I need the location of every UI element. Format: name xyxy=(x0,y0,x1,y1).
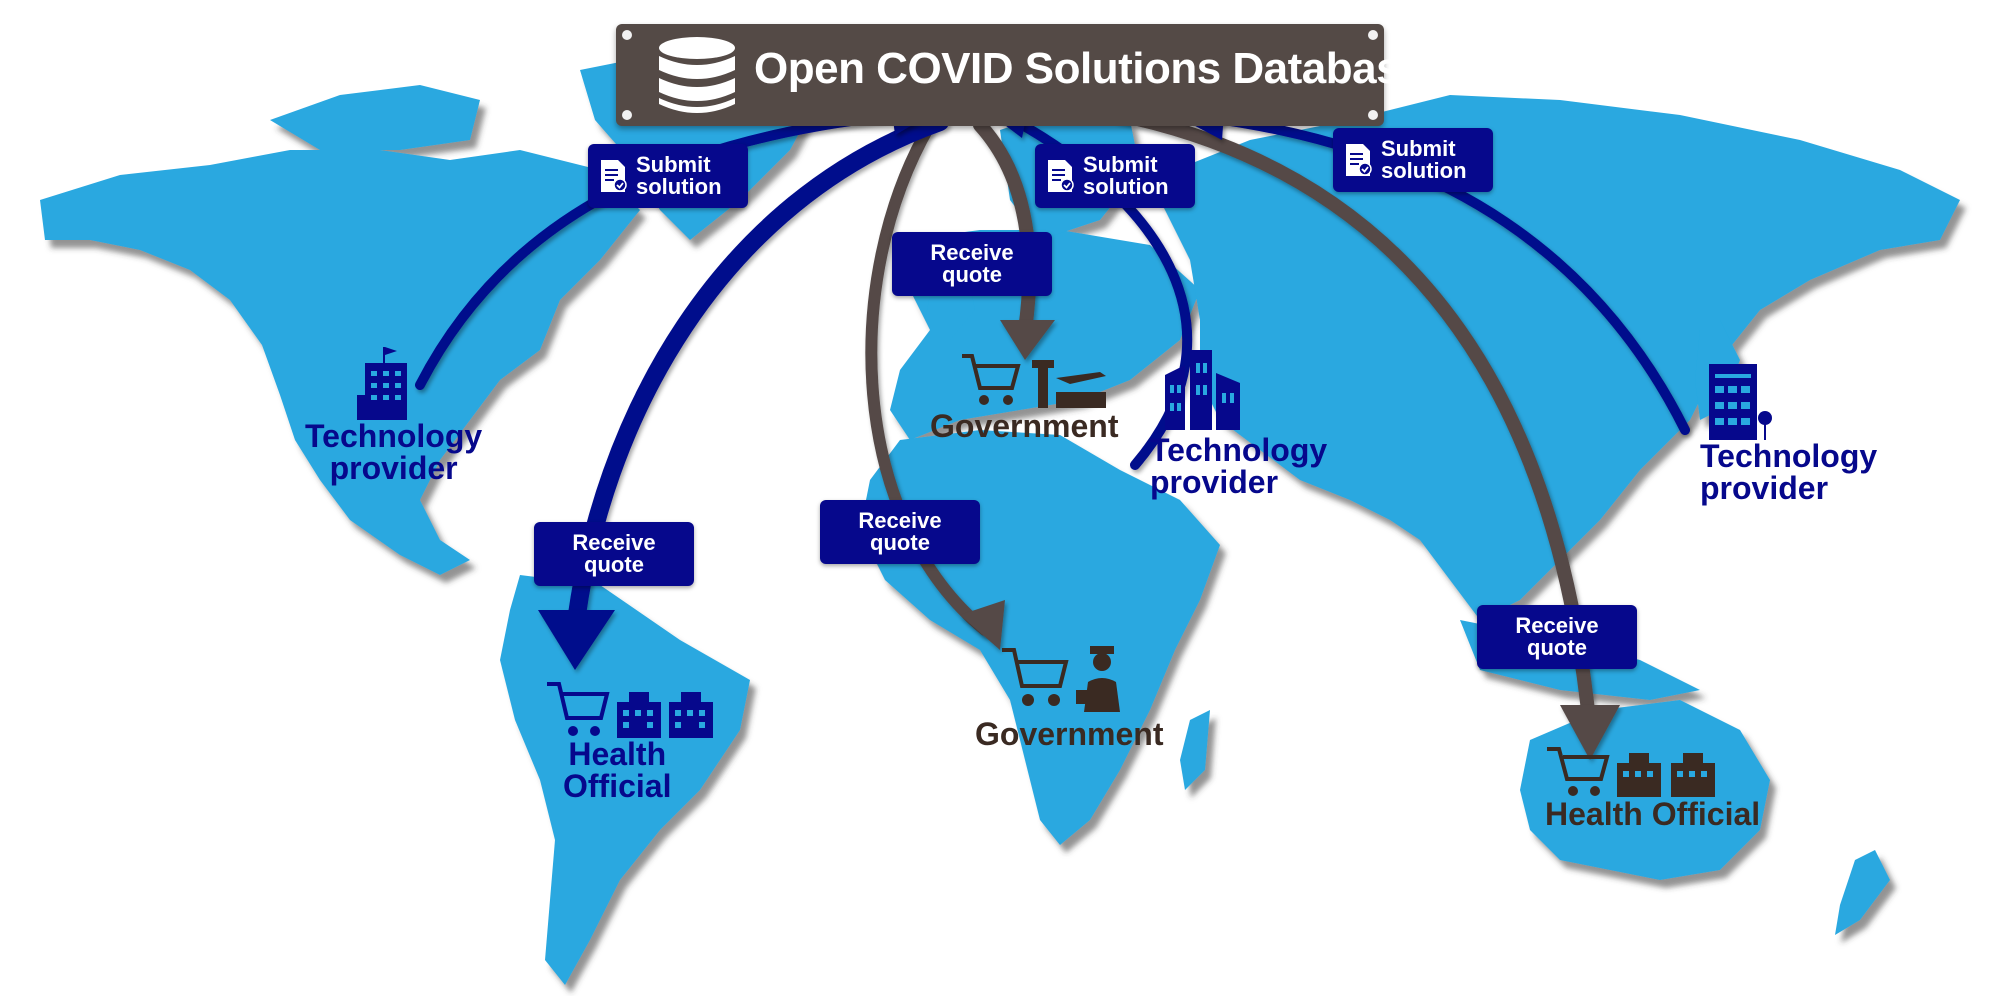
arrowhead-quote-eu-gov xyxy=(1000,320,1055,360)
city-buildings-icon xyxy=(1165,350,1240,430)
office-building-icon xyxy=(357,347,407,420)
government-af: Government xyxy=(975,716,1164,752)
hospital-icon xyxy=(1617,753,1715,797)
officer-icon xyxy=(1076,646,1120,712)
new-zealand xyxy=(1835,850,1890,935)
document-check-icon xyxy=(1346,144,1372,176)
banner-bolt xyxy=(622,30,632,40)
database-icon xyxy=(659,37,735,113)
submit-solution-text: Submit solution xyxy=(636,152,722,199)
banner-bolt xyxy=(622,110,632,120)
quote-flow-af-gov xyxy=(865,119,991,636)
banner-bolt xyxy=(1368,30,1378,40)
office-building-icon xyxy=(1709,364,1772,440)
receive-quote-label-sa: Receive quote xyxy=(534,522,694,586)
receive-quote-label-au: Receive quote xyxy=(1477,605,1637,669)
shopping-cart-icon xyxy=(1547,747,1715,797)
document-check-icon xyxy=(601,160,627,192)
submit-solution-label-me: Submit solution xyxy=(1035,144,1195,208)
arctic-islands xyxy=(270,85,480,150)
arrowhead-quote-af-gov xyxy=(960,600,1005,650)
north-america xyxy=(40,150,640,575)
submit-solution-text: Submit solution xyxy=(1083,152,1169,199)
banner-bolt xyxy=(1368,110,1378,120)
arrowhead-quote-sa-health xyxy=(538,610,615,670)
submit-solution-text: Submit solution xyxy=(1381,136,1467,183)
government-eu: Government xyxy=(930,408,1119,444)
submit-solution-label-asia: Submit solution xyxy=(1333,128,1493,192)
receive-quote-label-eu: Receive quote xyxy=(892,232,1052,296)
receive-quote-label-af: Receive quote xyxy=(820,500,980,564)
health-official-au: Health Official xyxy=(1545,796,1761,832)
health-official-sa: Health Official xyxy=(563,736,672,804)
madagascar xyxy=(1180,710,1210,790)
shopping-cart-icon xyxy=(547,682,713,738)
submit-solution-label-na: Submit solution xyxy=(588,144,748,208)
shopping-cart-icon xyxy=(1002,646,1120,712)
submit-flow-asia xyxy=(1205,113,1690,435)
quote-flow-au-health xyxy=(1113,108,1597,737)
database-banner: Open COVID Solutions Database xyxy=(616,24,1425,126)
technology-provider-na: Technology provider xyxy=(305,418,483,486)
technology-provider-asia: Technology provider xyxy=(1700,438,1878,506)
airport-icon xyxy=(1032,360,1106,408)
page-title: Open COVID Solutions Database xyxy=(754,44,1425,93)
document-check-icon xyxy=(1048,160,1074,192)
south-america xyxy=(500,575,750,985)
quote-flow-eu-gov xyxy=(973,118,1037,337)
technology-provider-me: Technology provider xyxy=(1150,432,1328,500)
arrowhead-quote-au-health xyxy=(1560,705,1620,760)
hospital-icon xyxy=(617,692,713,738)
shopping-cart-icon xyxy=(962,354,1106,408)
